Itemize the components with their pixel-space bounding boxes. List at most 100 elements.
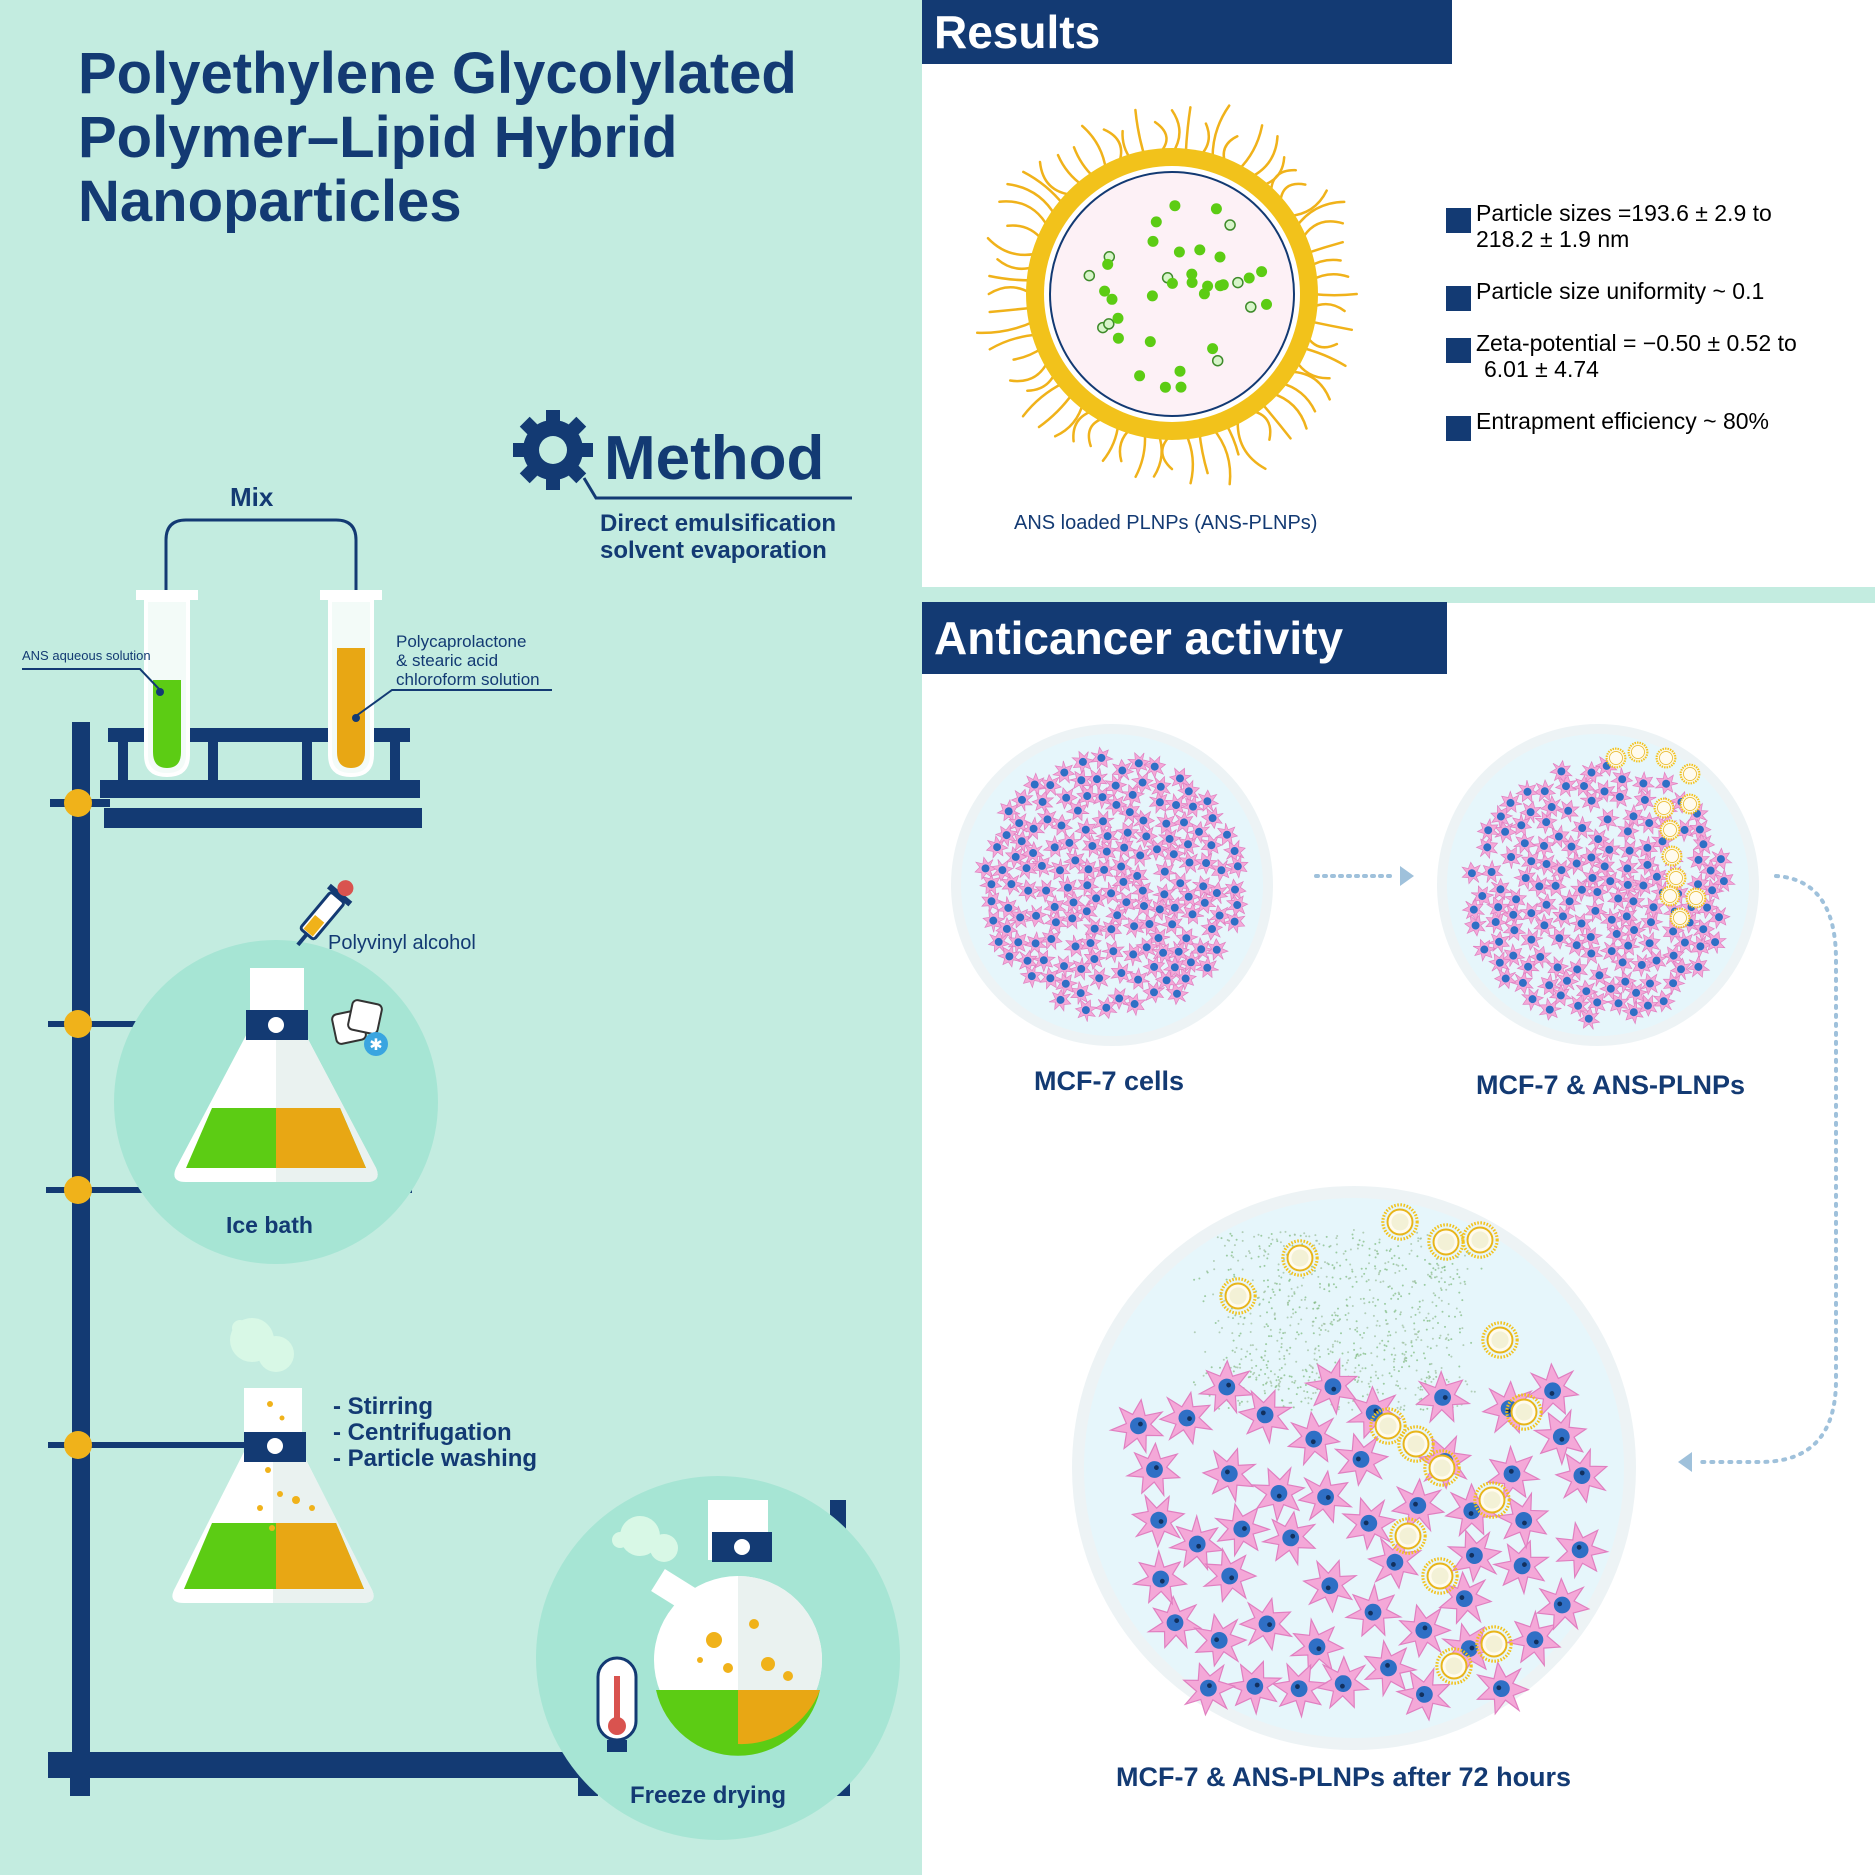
release-particle [1255,1364,1258,1367]
release-particle [1310,1273,1313,1276]
peg-chain [975,320,1036,335]
release-particle [1356,1381,1359,1383]
release-particle [1415,1338,1418,1341]
release-particle [1229,1232,1232,1235]
release-particle [1335,1237,1338,1240]
result-item: Zeta-potential = −0.50 ± 0.52 to 6.01 ± … [1444,330,1864,382]
peg-chain [1308,320,1354,332]
release-particle [1213,1268,1216,1271]
release-particle [1378,1238,1381,1241]
result-item: Particle size uniformity ~ 0.1 [1444,278,1864,311]
release-particle [1288,1299,1291,1302]
release-particle [1413,1322,1416,1325]
release-particle [1270,1233,1273,1235]
release-particle [1192,1381,1195,1384]
release-particle [1331,1345,1334,1348]
release-particle [1288,1375,1291,1378]
release-particle [1236,1366,1239,1369]
release-particle [1424,1380,1427,1383]
release-particle [1205,1372,1208,1375]
release-particle [1349,1263,1352,1266]
release-particle [1354,1366,1357,1369]
release-particle [1291,1381,1294,1383]
release-particle [1232,1317,1234,1320]
release-particle [1412,1280,1414,1283]
release-particle [1408,1365,1411,1368]
release-particle [1456,1256,1459,1259]
release-particle [1278,1350,1281,1353]
result-item: Entrapment efficiency ~ 80% [1444,408,1864,441]
release-particle [1220,1237,1223,1240]
release-particle [1418,1398,1421,1401]
release-particle [1234,1366,1237,1369]
release-particle [1428,1377,1430,1380]
release-particle [1233,1365,1236,1368]
release-particle [1351,1237,1354,1240]
peg-chain [1037,391,1075,429]
release-particle [1404,1387,1407,1390]
release-particle [1278,1382,1281,1385]
release-particle [1369,1380,1372,1383]
release-particle [1422,1408,1425,1411]
nanoparticle-icon [1679,793,1701,815]
release-particle [1417,1386,1420,1389]
release-particle [1293,1381,1296,1384]
release-particle [1447,1380,1450,1383]
release-particle [1280,1377,1283,1380]
release-particle [1331,1343,1334,1346]
ice-bath-label: Ice bath [226,1212,313,1238]
release-particle [1311,1320,1314,1323]
release-particle [1420,1339,1423,1342]
release-particle [1434,1294,1437,1297]
caption-72h: MCF-7 & ANS-PLNPs after 72 hours [1116,1762,1572,1792]
release-particle [1353,1348,1356,1351]
release-particle [1336,1235,1339,1237]
release-particle [1232,1256,1235,1259]
release-particle [1282,1332,1285,1335]
release-particle [1292,1312,1295,1315]
release-particle [1267,1253,1270,1256]
release-particle [1283,1374,1286,1377]
release-particle [1304,1298,1306,1301]
release-particle [1458,1376,1461,1379]
release-particle [1294,1379,1297,1382]
pcl-label-line: Polycaprolactone [396,632,527,651]
release-particle [1361,1367,1364,1370]
release-particle [1278,1379,1280,1381]
peg-chain [1152,432,1163,478]
nanoparticle-icon [1669,907,1691,929]
release-particle [1292,1308,1294,1311]
release-particle [1230,1254,1233,1257]
release-particle [1383,1349,1386,1352]
release-particle [1297,1333,1300,1336]
release-particle [1452,1277,1455,1280]
release-particle [1315,1359,1318,1362]
release-particle [1237,1259,1240,1262]
arrow-2 [1694,874,1838,1464]
release-particle [1359,1333,1362,1336]
release-particle [1429,1347,1432,1350]
release-particle [1297,1322,1300,1325]
release-particle [1329,1322,1332,1325]
release-particle [1221,1327,1223,1329]
release-particle [1310,1408,1313,1411]
release-particle [1306,1391,1309,1393]
release-particle [1368,1301,1371,1304]
release-particle [1313,1358,1316,1361]
release-particle [1255,1378,1258,1381]
release-particle [1243,1316,1246,1319]
peg-chain [1259,400,1292,440]
release-particle [1284,1363,1287,1366]
release-particle [1473,1390,1476,1393]
release-particle [1388,1250,1391,1252]
release-particle [1317,1345,1320,1347]
nanoparticle-icon [1659,885,1681,907]
peg-chain [1300,346,1347,368]
result-line: Particle sizes =193.6 ± 2.9 to [1476,200,1772,226]
release-particle [1413,1328,1416,1331]
release-particle [1296,1331,1299,1334]
release-particle [1341,1352,1344,1355]
release-particle [1417,1237,1420,1240]
release-particle [1274,1317,1277,1320]
release-particle [1426,1407,1429,1410]
